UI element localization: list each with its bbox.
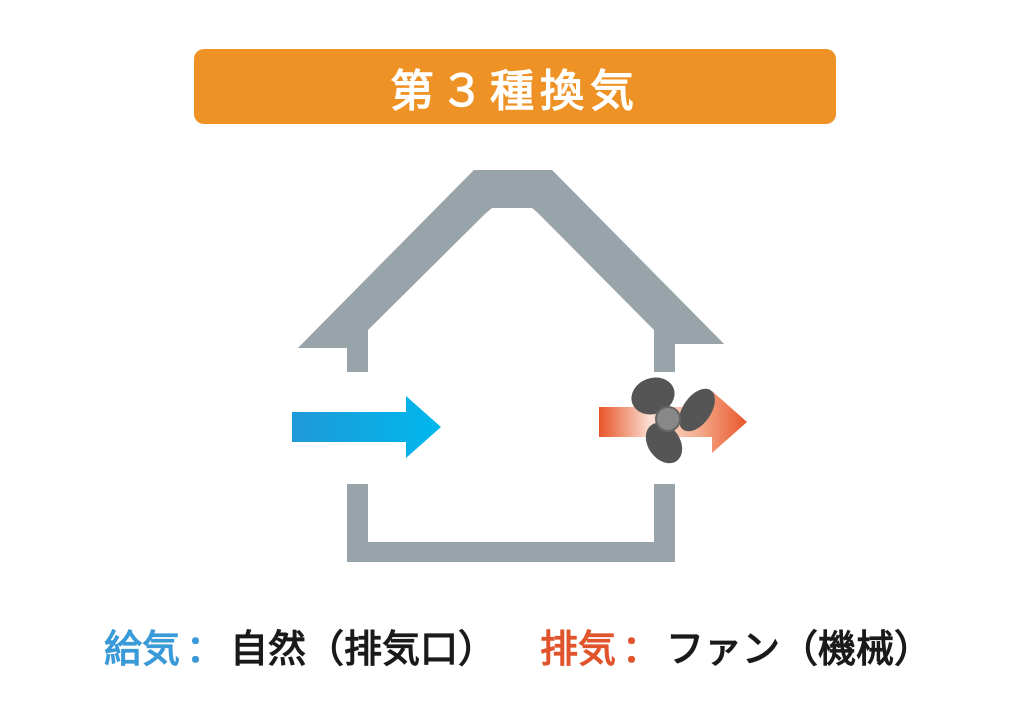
exhaust-legend-value: ファン（機械） bbox=[666, 627, 933, 671]
supply-legend-separator: ： bbox=[186, 627, 225, 671]
title-banner: 第３種換気 bbox=[194, 49, 836, 124]
house-wall-upper-right bbox=[654, 330, 675, 372]
supply-arrow-icon bbox=[292, 396, 441, 458]
supply-legend: 給気：自然（排気口） bbox=[104, 618, 496, 673]
house-roof-fill bbox=[298, 170, 724, 348]
exhaust-legend-separator: ： bbox=[622, 627, 661, 671]
house-wall-upper-left bbox=[347, 330, 368, 372]
exhaust-legend-key: 排気 bbox=[540, 627, 617, 671]
diagram-title: 第３種換気 bbox=[390, 65, 640, 117]
supply-legend-key: 給気 bbox=[104, 627, 181, 671]
house-wall-lower bbox=[347, 484, 675, 562]
supply-legend-value: 自然（排気口） bbox=[230, 627, 497, 671]
fan-icon bbox=[631, 377, 715, 464]
exhaust-legend: 排気：ファン（機械） bbox=[540, 618, 932, 673]
